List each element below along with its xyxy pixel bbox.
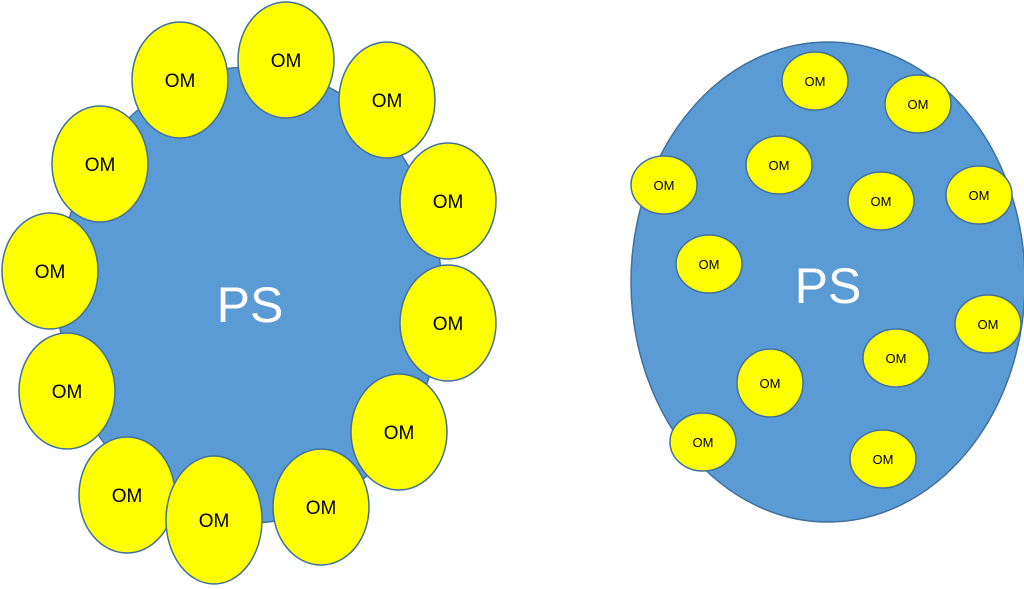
left-om-label: OM: [372, 91, 403, 112]
right-om-label: OM: [873, 452, 894, 467]
right-om-particle: OM: [849, 429, 917, 489]
left-om-particle: OM: [51, 105, 149, 223]
right-om-particle: OM: [847, 171, 915, 231]
left-om-particle: OM: [338, 41, 436, 159]
right-om-label: OM: [969, 188, 990, 203]
right-om-label: OM: [760, 376, 781, 391]
left-om-label: OM: [384, 423, 415, 444]
left-om-label: OM: [306, 498, 337, 519]
right-om-particle: OM: [945, 165, 1013, 225]
right-om-particle: OM: [736, 348, 804, 418]
left-om-label: OM: [271, 51, 302, 72]
left-om-label: OM: [199, 511, 230, 532]
left-om-particle: OM: [18, 332, 116, 450]
right-om-label: OM: [654, 178, 675, 193]
right-om-particle: OM: [781, 51, 849, 111]
left-om-label: OM: [433, 314, 464, 335]
left-om-label: OM: [35, 262, 66, 283]
right-ps-label: PS: [795, 258, 862, 314]
left-om-label: OM: [165, 71, 196, 92]
left-om-particle: OM: [272, 448, 370, 566]
right-om-particle: OM: [745, 135, 813, 195]
right-om-particle: OM: [862, 328, 930, 388]
left-diagram: OM OM OM OM OM OM OM OM: [1, 1, 497, 585]
left-om-particle: OM: [78, 436, 176, 554]
left-om-particle: OM: [350, 373, 448, 491]
right-om-label: OM: [769, 158, 790, 173]
left-om-particle: OM: [1, 212, 99, 330]
right-om-label: OM: [871, 194, 892, 209]
left-om-particle: OM: [237, 1, 335, 119]
left-om-particle: OM: [399, 142, 497, 260]
left-om-label: OM: [112, 486, 143, 507]
left-om-particle: OM: [399, 264, 497, 382]
right-om-label: OM: [908, 97, 929, 112]
right-om-particle: OM: [954, 294, 1022, 354]
right-om-particle: OM: [675, 234, 743, 294]
right-om-particle: OM: [669, 412, 737, 472]
right-om-label: OM: [805, 74, 826, 89]
left-om-particle: OM: [165, 455, 263, 585]
left-om-label: OM: [85, 155, 116, 176]
left-ps-label: PS: [217, 277, 284, 333]
right-om-particle: OM: [630, 155, 698, 215]
right-diagram: OM OM OM OM OM OM OM OM: [630, 41, 1024, 523]
left-om-label: OM: [433, 192, 464, 213]
right-om-particle: OM: [884, 74, 952, 134]
right-om-label: OM: [693, 435, 714, 450]
left-om-label: OM: [52, 382, 83, 403]
right-ps-core: [630, 41, 1024, 523]
right-om-label: OM: [886, 351, 907, 366]
left-om-particle: OM: [131, 21, 229, 139]
right-om-label: OM: [699, 257, 720, 272]
right-om-label: OM: [978, 317, 999, 332]
